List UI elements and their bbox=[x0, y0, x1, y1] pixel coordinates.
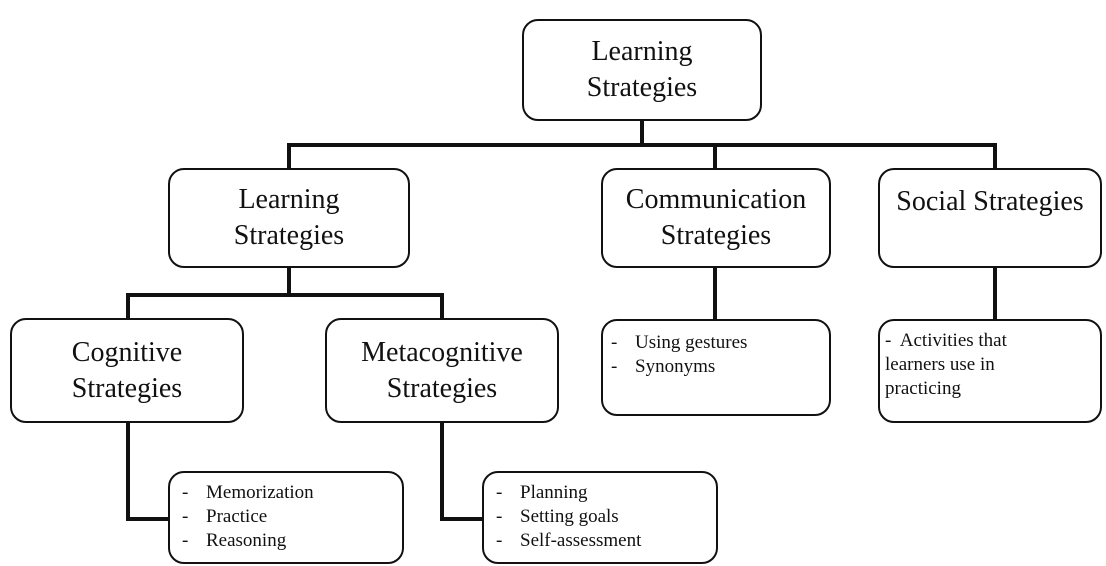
bullet-dash: - bbox=[182, 530, 189, 551]
cognitive-example-item: - Memorization bbox=[182, 481, 402, 505]
bullet-dash: - bbox=[182, 482, 189, 503]
metacognitive-example-text: Self-assessment bbox=[520, 530, 642, 551]
cognitive-example-text: Memorization bbox=[206, 482, 314, 503]
root-title: Learning Strategies bbox=[587, 34, 697, 106]
communication-strategies-title-line-2: Strategies bbox=[660, 220, 772, 251]
cognitive-example-item: - Practice bbox=[182, 505, 402, 529]
bullet-dash: - bbox=[182, 506, 189, 527]
social-description-line-1: - Activities that bbox=[885, 330, 1007, 351]
metacognitive-example-text: Planning bbox=[520, 482, 588, 503]
metacognitive-strategies-title: Metacognitive Strategies bbox=[361, 335, 523, 407]
cognitive-example-text: Reasoning bbox=[206, 530, 287, 551]
communication-example-item: - Synonyms bbox=[611, 355, 829, 379]
social-strategies-box: Social Strategies bbox=[878, 168, 1102, 268]
cognitive-strategies-box: Cognitive Strategies bbox=[10, 318, 244, 423]
learning-strategies-title-line-2: Strategies bbox=[233, 220, 345, 251]
cognitive-example-text: Practice bbox=[206, 506, 268, 527]
learning-strategies-title-line-1: Learning bbox=[238, 184, 340, 215]
root-learning-strategies-box: Learning Strategies bbox=[522, 19, 762, 121]
bullet-dash: - bbox=[611, 356, 618, 377]
social-strategies-title-line-1: Social Strategies bbox=[896, 186, 1084, 217]
metacognitive-example-text: Setting goals bbox=[520, 506, 619, 527]
communication-strategies-box: Communication Strategies bbox=[601, 168, 831, 268]
metacognitive-strategies-title-line-1: Metacognitive bbox=[361, 336, 523, 368]
connector-metacognitive-details bbox=[440, 421, 484, 521]
social-description-line-3: practicing bbox=[885, 378, 961, 399]
communication-example-item: - Using gestures bbox=[611, 331, 829, 355]
communication-example-text: Synonyms bbox=[635, 356, 716, 377]
bullet-dash: - bbox=[496, 482, 503, 503]
cognitive-strategies-title-line-1: Cognitive bbox=[71, 336, 183, 368]
communication-strategies-title-line-1: Communication bbox=[625, 184, 807, 215]
cognitive-strategies-title: Cognitive Strategies bbox=[72, 335, 182, 407]
social-strategies-description-box: - Activities that learners use in practi… bbox=[878, 319, 1102, 423]
cognitive-example-item: - Reasoning bbox=[182, 529, 402, 553]
metacognitive-example-item: - Setting goals bbox=[496, 505, 716, 529]
metacognitive-strategies-box: Metacognitive Strategies bbox=[325, 318, 559, 423]
learning-strategies-box: Learning Strategies bbox=[168, 168, 410, 268]
metacognitive-strategies-title-line-2: Strategies bbox=[386, 372, 498, 404]
bullet-dash: - bbox=[611, 332, 618, 353]
social-description-line-2: learners use in bbox=[885, 354, 995, 375]
social-strategies-title: Social Strategies bbox=[896, 184, 1083, 220]
metacognitive-example-item: - Self-assessment bbox=[496, 529, 716, 553]
root-title-line-1: Learning bbox=[591, 36, 693, 67]
communication-strategies-title: Communication Strategies bbox=[626, 182, 806, 254]
communication-example-text: Using gestures bbox=[635, 332, 748, 353]
learning-strategies-title: Learning Strategies bbox=[234, 182, 344, 254]
bullet-dash: - bbox=[496, 506, 503, 527]
metacognitive-examples-box: - Planning - Setting goals - Self-assess… bbox=[482, 471, 718, 564]
cognitive-examples-box: - Memorization - Practice - Reasoning bbox=[168, 471, 404, 564]
root-title-line-2: Strategies bbox=[586, 72, 698, 103]
connector-cognitive-details bbox=[126, 421, 170, 521]
cognitive-strategies-title-line-2: Strategies bbox=[71, 372, 183, 404]
metacognitive-example-item: - Planning bbox=[496, 481, 716, 505]
communication-examples-box: - Using gestures - Synonyms bbox=[601, 319, 831, 416]
bullet-dash: - bbox=[496, 530, 503, 551]
